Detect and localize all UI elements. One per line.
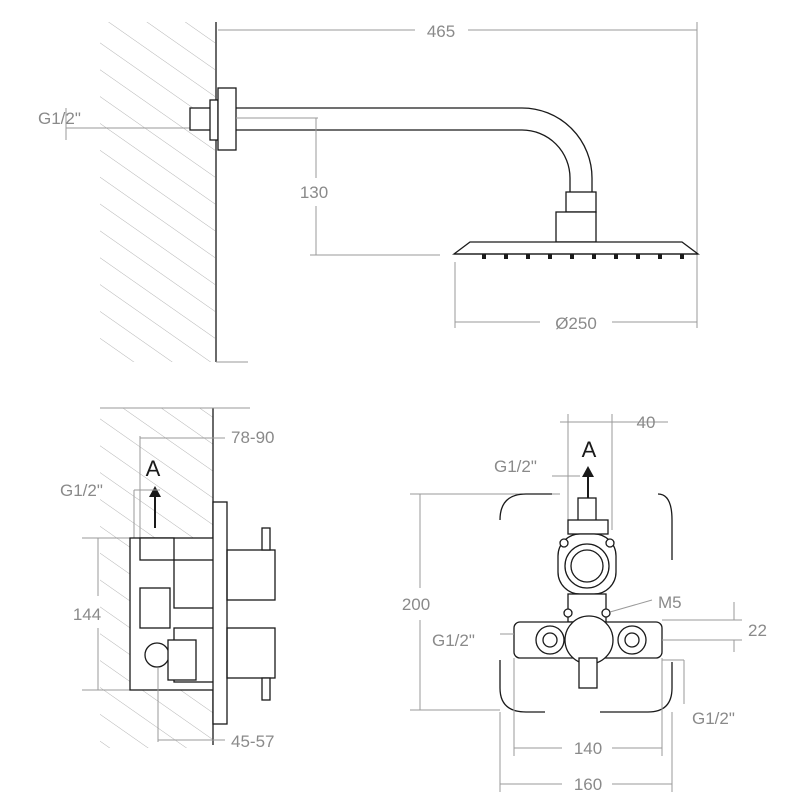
side-handle-bottom bbox=[226, 627, 276, 701]
dim-45-57-label: 45-57 bbox=[231, 732, 274, 751]
front-bottom-inlet-label: G1/2" bbox=[692, 709, 735, 728]
dim-130-label: 130 bbox=[300, 183, 328, 202]
side-arrow-a: A bbox=[146, 456, 161, 528]
dimension-78-90: 78-90 bbox=[139, 428, 274, 540]
shower-arm bbox=[236, 107, 597, 243]
dimension-front-outlet: G1/2" bbox=[494, 457, 580, 477]
dim-465-label: 465 bbox=[427, 22, 455, 41]
m5-label: M5 bbox=[658, 593, 682, 612]
dimension-140: 140 bbox=[513, 658, 663, 758]
top-inlet-label: G1/2" bbox=[38, 109, 81, 128]
dimension-40: 40 bbox=[560, 413, 668, 530]
dimension-200: 200 bbox=[402, 493, 560, 711]
dimension-m5: M5 bbox=[609, 593, 682, 613]
dim-22-label: 22 bbox=[748, 621, 767, 640]
dim-250-label: Ø250 bbox=[555, 314, 597, 333]
side-arrow-a-label: A bbox=[146, 456, 161, 481]
dimension-front-bottom-inlet: G1/2" bbox=[662, 659, 735, 728]
dim-160-label: 160 bbox=[574, 775, 602, 794]
side-view: 78-90 A G1/2" 144 bbox=[60, 407, 276, 751]
side-valve-body bbox=[129, 537, 215, 691]
wall-flange bbox=[189, 87, 237, 151]
dimension-160: 160 bbox=[499, 712, 673, 794]
dim-144-label: 144 bbox=[73, 605, 101, 624]
dim-140-label: 140 bbox=[574, 739, 602, 758]
dimension-45-57: 45-57 bbox=[157, 668, 274, 751]
wall-hatch-top bbox=[100, 22, 248, 363]
dimension-side-inlet: G1/2" bbox=[60, 481, 160, 540]
top-view: 465 G1/2" 130 bbox=[38, 22, 700, 363]
side-handle-top bbox=[226, 527, 276, 601]
dim-40-label: 40 bbox=[637, 413, 656, 432]
front-outlet-label: G1/2" bbox=[494, 457, 537, 476]
shower-head bbox=[452, 241, 700, 259]
front-arrow-a-label: A bbox=[582, 437, 597, 462]
dimension-130: 130 bbox=[236, 117, 440, 256]
cover-outline bbox=[499, 493, 673, 713]
dim-200-label: 200 bbox=[402, 595, 430, 614]
front-side-inlet-label: G1/2" bbox=[432, 631, 475, 650]
dimension-top-inlet: G1/2" bbox=[38, 108, 190, 140]
side-cover-plate bbox=[212, 501, 228, 725]
dim-78-90-label: 78-90 bbox=[231, 428, 274, 447]
front-mixer-body bbox=[513, 497, 663, 689]
dimension-front-side-inlet: G1/2" bbox=[432, 631, 514, 650]
dimension-250: Ø250 bbox=[454, 262, 697, 333]
nozzle-row bbox=[482, 254, 684, 259]
dimension-22: 22 bbox=[662, 602, 767, 652]
front-view: 40 A G1/2" 200 bbox=[402, 413, 767, 794]
dimension-465: 465 bbox=[218, 22, 698, 328]
side-inlet-label: G1/2" bbox=[60, 481, 103, 500]
